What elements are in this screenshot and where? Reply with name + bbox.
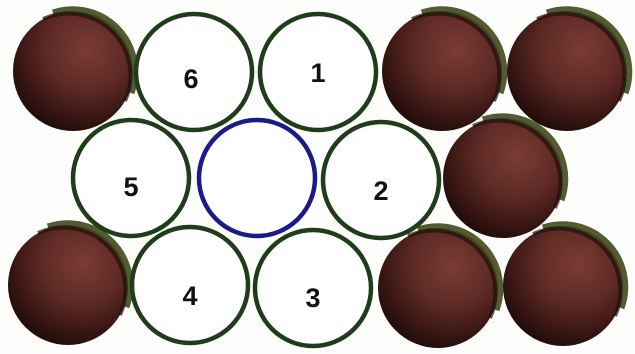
neighbor-circle-6: 6	[133, 11, 255, 133]
neighbor-circles: 1 2 3 4 5 6	[70, 11, 442, 349]
sphere-icon	[503, 221, 629, 346]
neighbor-label-2: 2	[373, 176, 388, 206]
neighbor-label-6: 6	[183, 64, 198, 94]
neighbor-circle-4: 4	[129, 224, 251, 346]
sphere-icon	[382, 6, 508, 131]
neighbor-label-3: 3	[305, 283, 320, 313]
neighbor-label-4: 4	[182, 281, 197, 311]
neighbor-circle-3: 3	[252, 227, 374, 349]
sphere-icon	[8, 220, 134, 345]
center-circle	[196, 117, 318, 239]
neighbor-circle-5: 5	[70, 117, 192, 239]
neighbor-circle-1: 1	[257, 11, 379, 133]
neighbor-label-5: 5	[123, 172, 138, 202]
sphere-icon	[507, 6, 633, 131]
neighbor-circle-2: 2	[320, 119, 442, 241]
sphere-icon	[378, 223, 504, 348]
sphere-icon	[13, 6, 139, 131]
sphere-icon	[443, 113, 569, 238]
background-spheres	[8, 6, 633, 348]
neighbor-label-1: 1	[310, 58, 325, 88]
